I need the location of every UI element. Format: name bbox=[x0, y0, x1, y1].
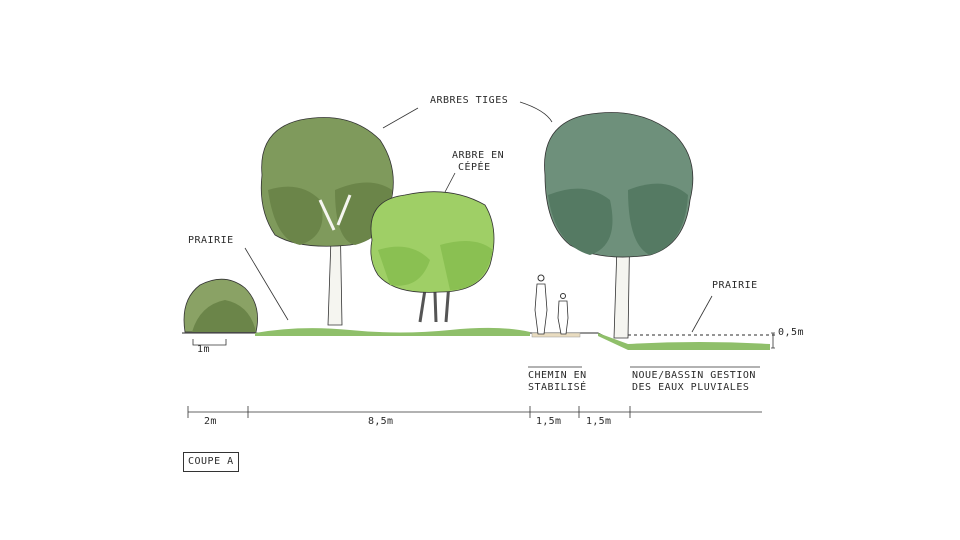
tree-cepee bbox=[370, 191, 495, 323]
dimension-label-2: 8,5m bbox=[368, 416, 394, 427]
ground-grass-left bbox=[255, 327, 530, 336]
depth-marker bbox=[771, 332, 775, 349]
leader-prairie-right bbox=[691, 295, 713, 333]
shrub-height-marker bbox=[192, 339, 227, 346]
label-prairie-left: PRAIRIE bbox=[188, 235, 234, 246]
leader-trees-right bbox=[519, 101, 553, 123]
leader-prairie-left bbox=[244, 247, 289, 321]
label-cepee-1: ARBRE EN bbox=[452, 150, 505, 161]
label-shrub-height: 1m bbox=[197, 344, 211, 355]
dimension-label-4: 1,5m bbox=[586, 416, 612, 427]
shrub bbox=[183, 278, 258, 333]
label-chemin-1: CHEMIN EN bbox=[528, 370, 587, 381]
label-arbres-tiges: ARBRES TIGES bbox=[430, 95, 509, 106]
label-noue-2: DES EAUX PLUVIALES bbox=[632, 382, 750, 393]
label-noue-1: NOUE/BASSIN GESTION bbox=[632, 370, 756, 381]
ground-grass-right bbox=[598, 333, 770, 350]
dimension-label-3: 1,5m bbox=[536, 416, 562, 427]
label-depth: 0,5m bbox=[778, 327, 805, 338]
dimension-label-1: 2m bbox=[204, 416, 217, 427]
person-adult bbox=[534, 274, 548, 335]
section-title: COUPE A bbox=[183, 452, 239, 472]
dimension-line bbox=[187, 406, 762, 418]
tree-right bbox=[544, 112, 694, 339]
leader-cepee bbox=[444, 172, 456, 193]
label-cepee-2: CÉPÉE bbox=[458, 162, 491, 173]
path-surface bbox=[531, 332, 581, 338]
label-chemin-2: STABILISÉ bbox=[528, 382, 587, 393]
label-prairie-right: PRAIRIE bbox=[712, 280, 758, 291]
person-child bbox=[557, 293, 569, 335]
leader-trees-left bbox=[382, 107, 419, 129]
